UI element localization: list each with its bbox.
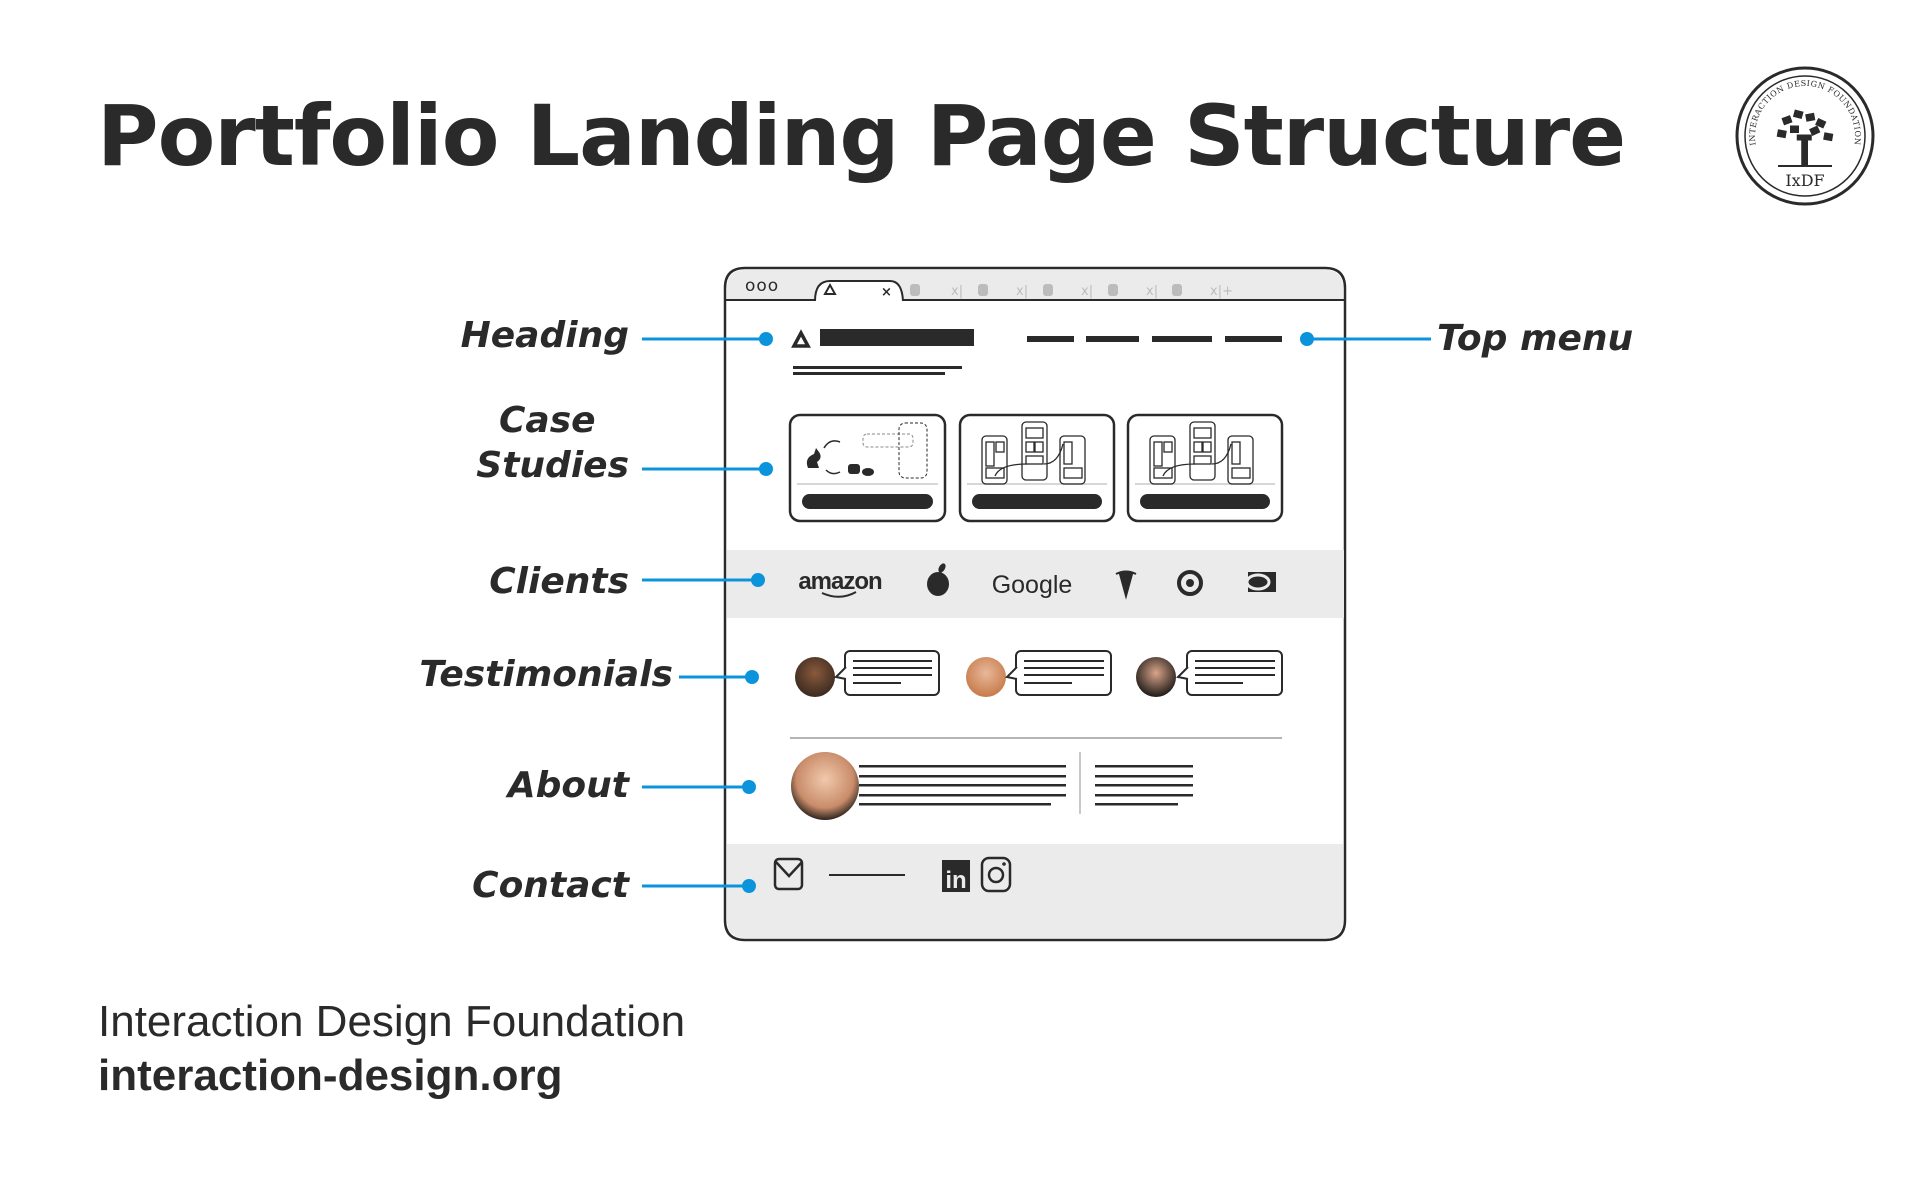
callout-contact: Contact bbox=[472, 865, 756, 906]
svg-text:x|: x| bbox=[1146, 284, 1158, 299]
svg-text:x|+: x|+ bbox=[1210, 284, 1233, 299]
label-clients: Clients bbox=[489, 561, 629, 602]
logo-mark: IxDF bbox=[1785, 171, 1824, 190]
label-heading: Heading bbox=[461, 315, 629, 356]
avatar bbox=[791, 752, 859, 820]
about-section bbox=[791, 752, 1193, 820]
avatar bbox=[795, 657, 835, 697]
callout-heading: Heading bbox=[461, 315, 773, 356]
client-apple-logo bbox=[927, 563, 949, 596]
client-google-logo: Google bbox=[992, 571, 1073, 599]
label-case-studies-line2: Studies bbox=[476, 445, 629, 486]
case-study-card bbox=[958, 413, 1116, 523]
svg-text:x|: x| bbox=[951, 284, 963, 299]
svg-text:x|: x| bbox=[1081, 284, 1093, 299]
label-top-menu: Top menu bbox=[1437, 318, 1633, 359]
window-controls: ooo bbox=[745, 276, 779, 296]
tab-favicon-triangle-icon bbox=[823, 282, 837, 295]
callout-top-menu: Top menu bbox=[1300, 318, 1633, 359]
avatar bbox=[966, 657, 1006, 697]
label-testimonials: Testimonials bbox=[419, 654, 673, 695]
client-nvidia-logo bbox=[1245, 572, 1276, 592]
contact-band bbox=[727, 844, 1343, 938]
svg-text:in: in bbox=[945, 867, 966, 894]
testimonial bbox=[1136, 650, 1283, 697]
ixdf-logo: INTERACTION DESIGN FOUNDATION IxDF bbox=[1735, 66, 1875, 206]
callout-case-studies: Case Studies bbox=[476, 400, 773, 486]
case-study-card bbox=[1126, 413, 1284, 523]
clients-band bbox=[727, 550, 1344, 618]
site-logo-triangle-icon bbox=[791, 329, 811, 348]
case-study-card bbox=[788, 413, 947, 523]
label-about: About bbox=[505, 765, 631, 806]
avatar bbox=[1136, 657, 1176, 697]
label-contact: Contact bbox=[472, 865, 631, 906]
testimonial bbox=[795, 650, 940, 697]
footer-org: Interaction Design Foundation bbox=[98, 997, 685, 1046]
top-menu-items bbox=[1027, 336, 1282, 342]
client-tesla-logo bbox=[1115, 570, 1137, 600]
tab-close-icon: × bbox=[881, 285, 892, 300]
cat-icon bbox=[806, 448, 821, 468]
instagram-icon bbox=[980, 856, 1012, 893]
inactive-tabs: x| x| x| x| x|+ bbox=[910, 284, 1233, 299]
callout-about: About bbox=[505, 765, 756, 806]
site-heading-bar bbox=[820, 329, 974, 346]
client-amazon-logo: amazon bbox=[798, 568, 882, 595]
testimonial bbox=[966, 650, 1112, 697]
callout-clients: Clients bbox=[489, 561, 765, 602]
active-tab bbox=[814, 280, 904, 302]
page-title: Portfolio Landing Page Structure bbox=[97, 87, 1625, 185]
browser-wireframe: ooo × x| x| x| x| x|+ bbox=[723, 266, 1347, 942]
linkedin-icon: in bbox=[942, 860, 970, 894]
callout-testimonials: Testimonials bbox=[419, 654, 759, 695]
label-case-studies-line1: Case bbox=[499, 400, 596, 441]
svg-text:x|: x| bbox=[1016, 284, 1028, 299]
mail-icon bbox=[773, 857, 804, 891]
tree-icon bbox=[1776, 109, 1834, 166]
footer-url[interactable]: interaction-design.org bbox=[98, 1051, 562, 1100]
client-target-logo bbox=[1177, 570, 1203, 596]
